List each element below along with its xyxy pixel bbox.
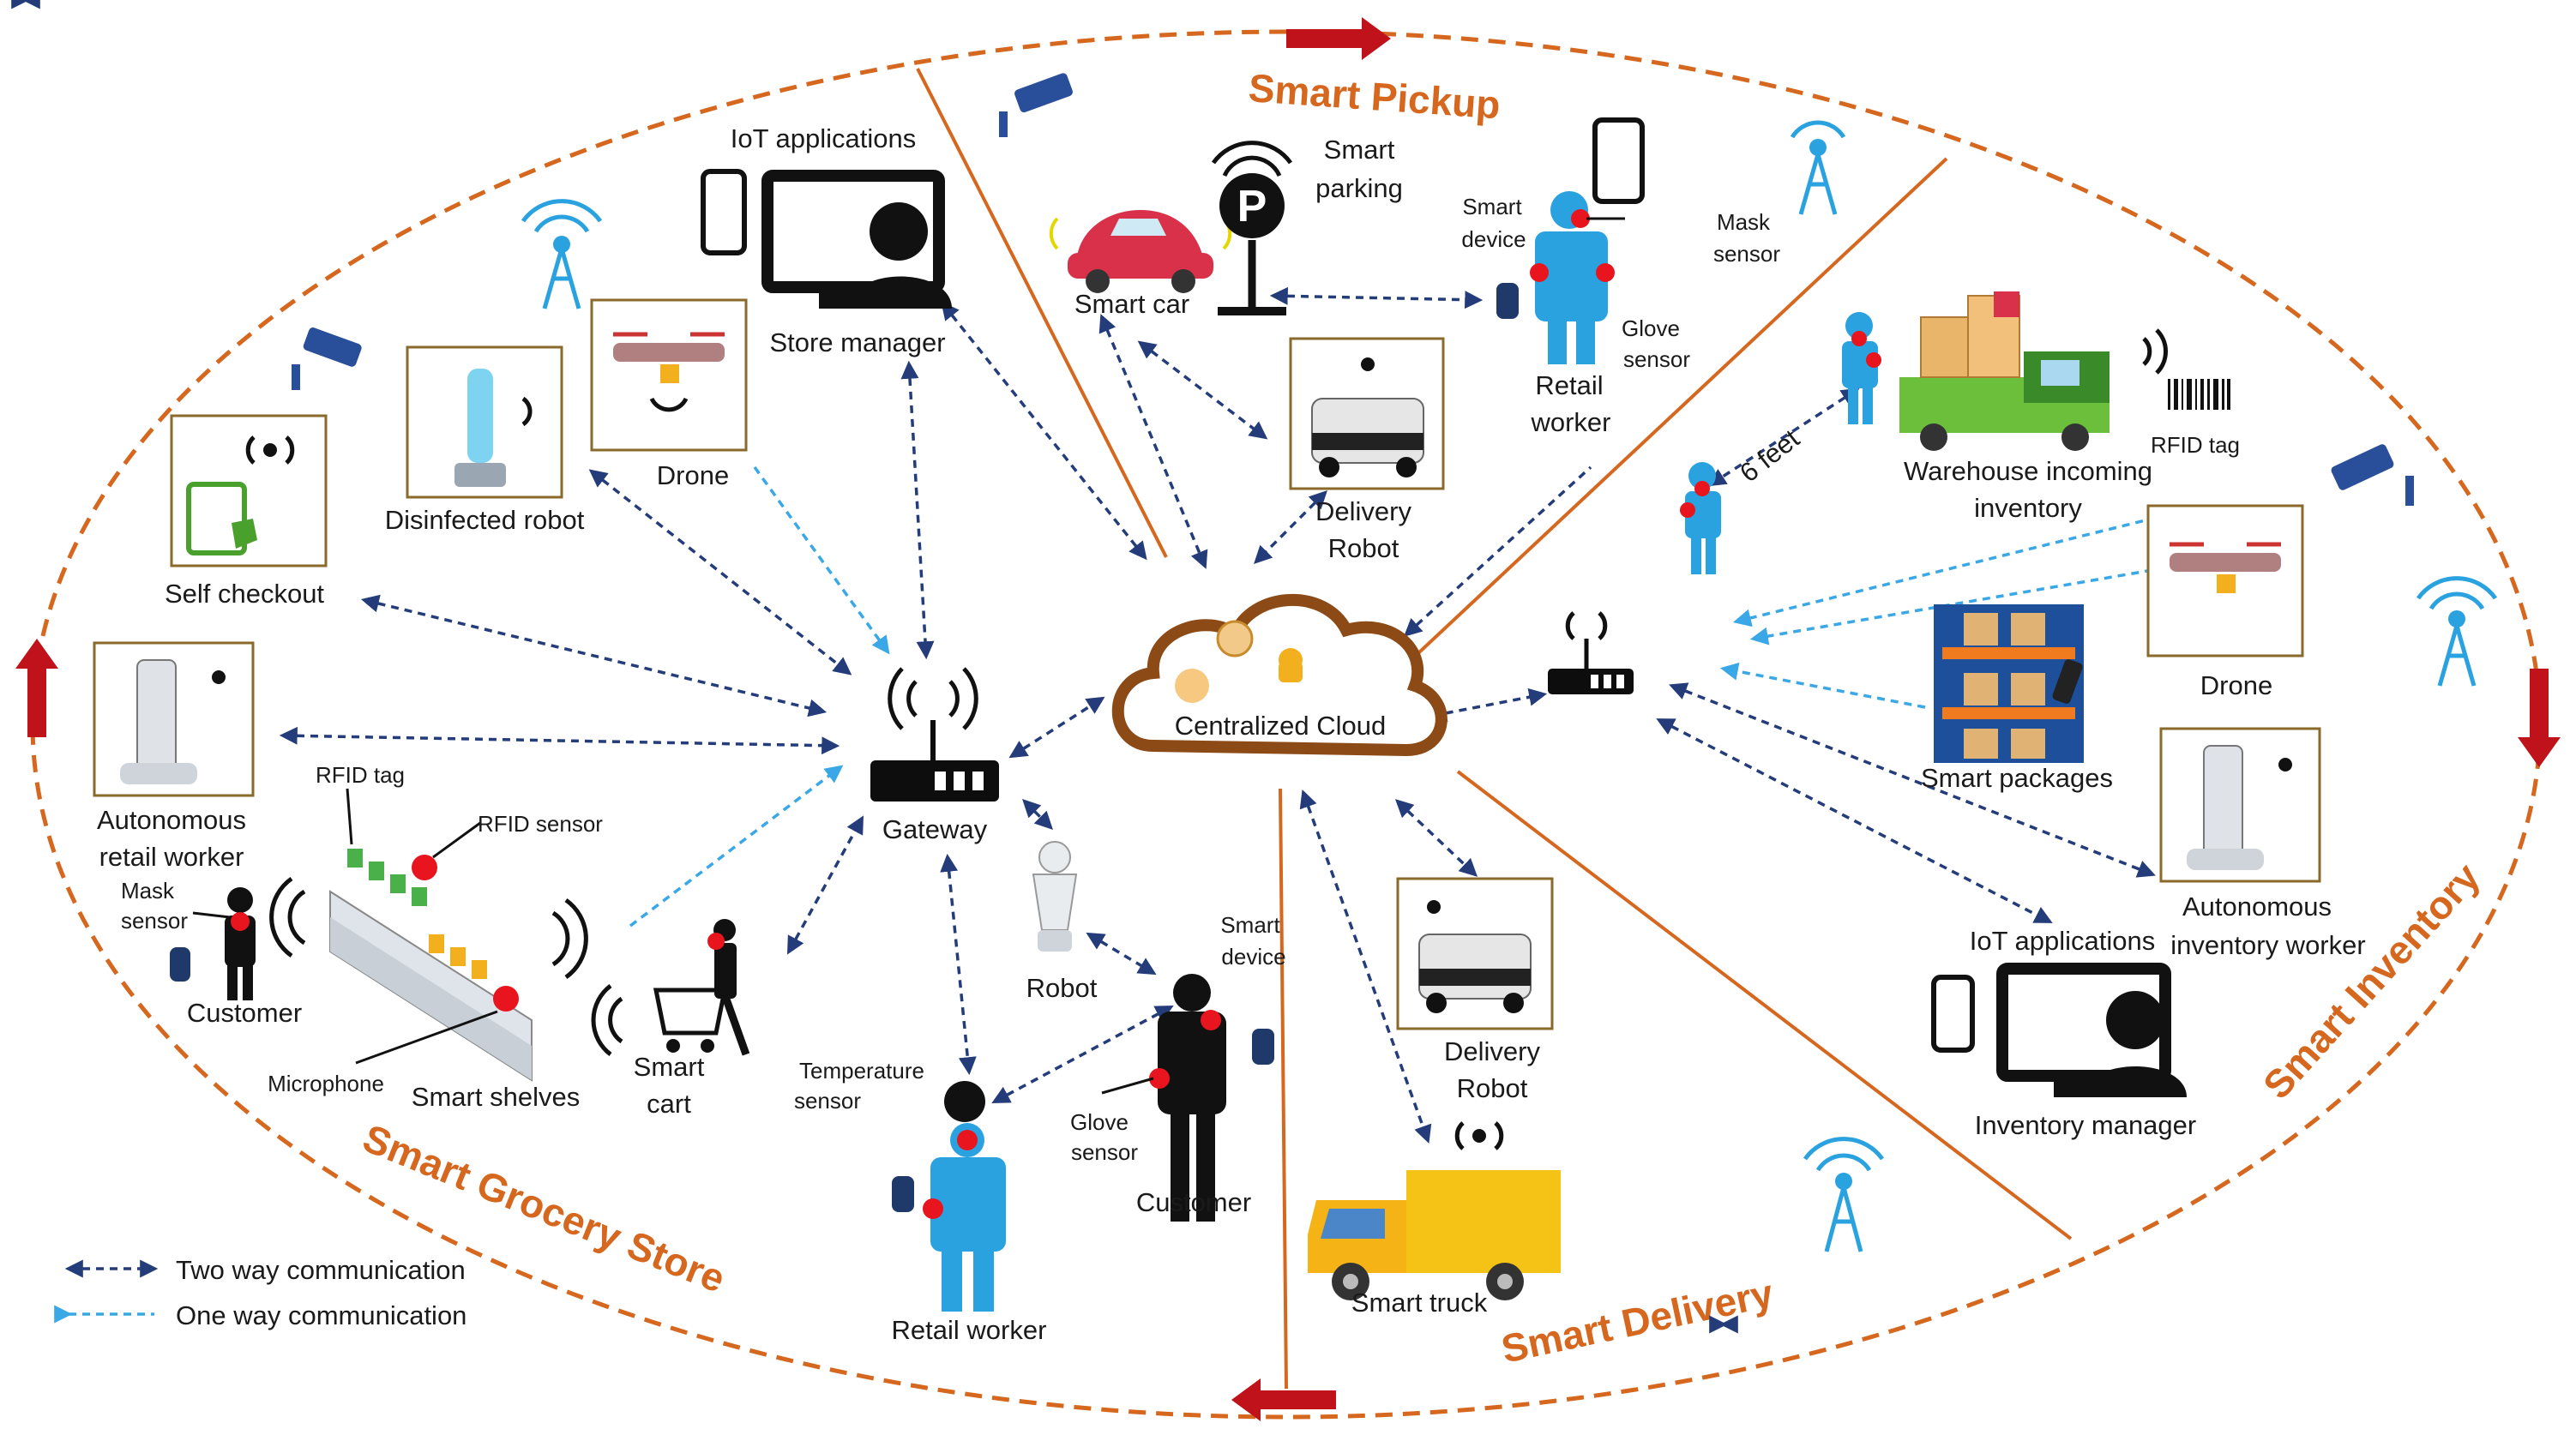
region-title-delivery: Smart Delivery xyxy=(1497,1270,1777,1372)
pickup-smart-device-2: device xyxy=(1461,226,1526,252)
smart-cart-label-2: cart xyxy=(647,1089,691,1119)
pickup-delivery-robot-box xyxy=(1289,337,1445,490)
centralized-cloud: Centralized Cloud xyxy=(1111,594,1447,757)
pickup-retail-worker-label-2: worker xyxy=(1530,407,1610,437)
inventory-drone-label: Drone xyxy=(2200,670,2272,700)
smart-packages-icon xyxy=(1934,604,2084,763)
smart-cart-icon xyxy=(591,919,750,1056)
grocery-drone-label: Drone xyxy=(657,460,729,490)
cctv-camera-icon xyxy=(999,73,1073,137)
delivery-robot-label-2: Robot xyxy=(1457,1073,1528,1103)
inventory-rfid-tag-label: RFID tag xyxy=(2151,432,2240,458)
cell-tower-icon xyxy=(521,199,603,309)
inventory-manager-label: Inventory manager xyxy=(1975,1110,2196,1140)
direction-arrow-left xyxy=(15,639,58,737)
smart-cart-label-1: Smart xyxy=(634,1052,705,1082)
warehouse-truck-icon xyxy=(1899,291,2234,451)
pickup-delivery-robot-label-1: Delivery xyxy=(1315,496,1411,526)
customer-left-figure xyxy=(170,887,256,1000)
mask-sensor-left-2: sensor xyxy=(121,908,188,934)
pickup-retail-worker-label-1: Retail xyxy=(1535,370,1603,400)
retail-worker-bottom-label: Retail worker xyxy=(892,1315,1047,1345)
cell-tower-icon xyxy=(1803,1137,1885,1252)
warehouse-label-2: inventory xyxy=(1974,493,2082,523)
robot-label: Robot xyxy=(1026,973,1098,1003)
shelf-rfid-tag-label: RFID tag xyxy=(316,762,405,788)
six-feet-label: 6 feet xyxy=(1734,423,1805,489)
shelf-rfid-sensor-label: RFID sensor xyxy=(478,811,603,837)
cloud-label: Centralized Cloud xyxy=(1175,711,1386,741)
smart-car-label: Smart car xyxy=(1074,289,1189,319)
service-robot-icon xyxy=(1032,841,1078,952)
pickup-smart-device-1: Smart xyxy=(1462,194,1522,219)
autonomous-inventory-label-2: inventory worker xyxy=(2170,930,2365,960)
autonomous-retail-worker-box xyxy=(93,641,255,797)
autonomous-worker-label-2: retail worker xyxy=(99,842,244,872)
smart-shelves-icon xyxy=(269,788,588,1082)
pickup-glove-sensor-2: sensor xyxy=(1623,346,1690,372)
one-way-links xyxy=(629,465,2170,928)
direction-arrow-right xyxy=(2518,669,2561,767)
glove-sensor-center-1: Glove xyxy=(1070,1109,1129,1135)
inventory-drone-box xyxy=(2146,504,2304,657)
disinfected-robot-label: Disinfected robot xyxy=(385,505,585,535)
cctv-camera-icon xyxy=(292,327,362,390)
delivery-robot-box xyxy=(1396,877,1554,1030)
inventory-iot-applications-label: IoT applications xyxy=(1970,926,2156,956)
smart-car-icon xyxy=(1049,210,1232,293)
svg-text:P: P xyxy=(1237,182,1267,231)
smart-truck-icon xyxy=(1308,1121,1561,1300)
cctv-camera-icon xyxy=(2331,444,2414,506)
self-checkout-box xyxy=(170,414,328,567)
smart-device-center-1: Smart xyxy=(1220,912,1280,938)
mask-sensor-left-1: Mask xyxy=(121,878,175,904)
grocery-drone-box xyxy=(590,298,748,452)
delivery-robot-label-1: Delivery xyxy=(1444,1036,1540,1066)
legend-two-way: Two way communication xyxy=(176,1255,466,1285)
smart-parking-label-1: Smart xyxy=(1324,135,1395,165)
region-title-pickup: Smart Pickup xyxy=(1247,65,1502,127)
two-way-links xyxy=(26,0,2156,1324)
smart-shelves-label: Smart shelves xyxy=(412,1082,580,1112)
store-manager-icon xyxy=(701,169,952,309)
customer-center-figure xyxy=(1101,974,1274,1222)
autonomous-worker-label-1: Autonomous xyxy=(97,805,246,835)
inventory-manager-icon xyxy=(1931,963,2187,1097)
warehouse-label-1: Warehouse incoming xyxy=(1904,456,2152,486)
smart-device-center-2: device xyxy=(1221,944,1285,970)
customer-center-label: Customer xyxy=(1136,1187,1251,1217)
direction-arrow-bottom xyxy=(1231,1378,1336,1421)
temperature-sensor-label-2: sensor xyxy=(794,1088,861,1114)
legend: Two way communication One way communicat… xyxy=(54,1255,466,1330)
glove-sensor-center-2: sensor xyxy=(1071,1139,1138,1165)
inventory-router-icon xyxy=(1548,611,1634,694)
cell-tower-icon xyxy=(2416,576,2498,687)
smart-parking-label-2: parking xyxy=(1315,173,1403,203)
shelf-microphone-label: Microphone xyxy=(268,1071,384,1096)
customer-left-label: Customer xyxy=(187,998,302,1028)
retail-worker-bottom-figure xyxy=(892,1081,1006,1312)
pickup-mask-sensor-2: sensor xyxy=(1713,241,1780,267)
grocery-iot-applications-label: IoT applications xyxy=(731,123,917,153)
social-distance-workers xyxy=(1680,312,1881,574)
pickup-retail-worker-figure xyxy=(1496,117,1645,364)
autonomous-inventory-worker-box xyxy=(2159,727,2321,883)
temperature-sensor-label-1: Temperature xyxy=(799,1058,924,1084)
direction-arrow-top xyxy=(1286,17,1391,60)
self-checkout-label: Self checkout xyxy=(165,579,324,609)
cell-tower-icon xyxy=(1790,120,1846,215)
pickup-mask-sensor-1: Mask xyxy=(1717,209,1771,235)
gateway-label: Gateway xyxy=(882,814,988,844)
pickup-glove-sensor-1: Glove xyxy=(1622,315,1680,341)
gateway-router: Gateway xyxy=(870,667,999,844)
autonomous-inventory-label-1: Autonomous xyxy=(2182,892,2332,922)
smart-truck-label: Smart truck xyxy=(1351,1288,1488,1318)
legend-one-way: One way communication xyxy=(176,1300,466,1330)
smart-parking-icon: P xyxy=(1211,141,1293,315)
store-manager-label: Store manager xyxy=(769,327,945,357)
pickup-delivery-robot-label-2: Robot xyxy=(1328,533,1399,563)
smart-packages-label: Smart packages xyxy=(1921,763,2113,793)
disinfected-robot-box xyxy=(406,345,563,499)
